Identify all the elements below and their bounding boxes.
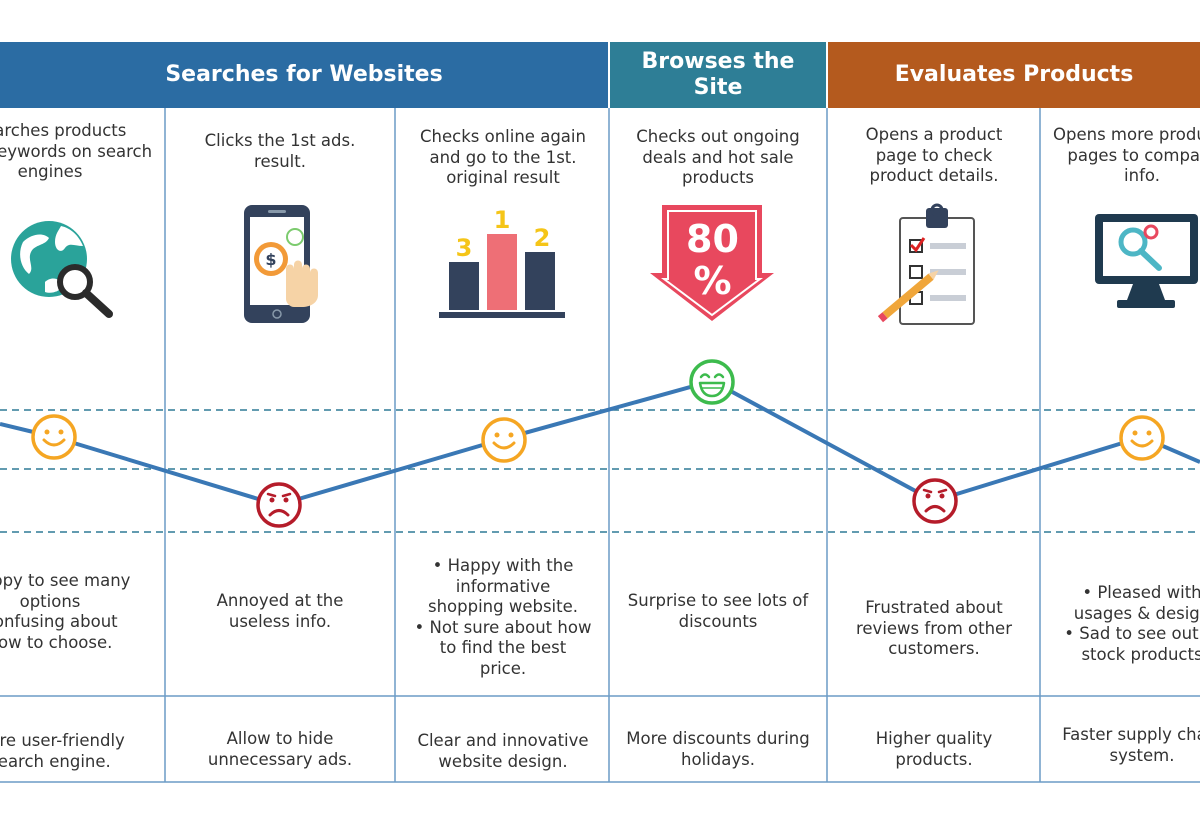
emoji-happy <box>31 414 77 460</box>
monitor-search-icon <box>1095 214 1198 308</box>
opportunity-text: Higher quality products. <box>875 729 993 769</box>
emoji-sad <box>256 482 302 528</box>
emoji-sad <box>912 478 958 524</box>
globe-search-icon <box>11 221 113 318</box>
header-searches-for-websites: Searches for Websites <box>0 42 608 108</box>
action-text: Searches products with keywords on searc… <box>0 121 153 181</box>
thoughts-text: Frustrated about reviews from other cust… <box>855 598 1012 658</box>
clipboard-checklist-icon <box>878 203 975 325</box>
header-evaluates-products: Evaluates Products <box>828 42 1200 108</box>
thoughts-text: • Pleased with usages & design • Sad to … <box>1064 583 1200 664</box>
podium-ranking-icon: 3 1 2 <box>439 206 565 318</box>
opportunity-text: Allow to hide unnecessary ads. <box>207 729 353 769</box>
header-label: Evaluates Products <box>894 62 1134 87</box>
opportunity-text: More discounts during holidays. <box>626 729 810 769</box>
emotion-curve <box>0 379 1200 507</box>
action-text: Checks out ongoing deals and hot sale pr… <box>636 127 800 187</box>
svg-text:2: 2 <box>534 224 551 252</box>
header-label: Searches for Websites <box>165 62 443 87</box>
emoji-very-happy <box>689 359 735 405</box>
thoughts-text: • Happy with the informative shopping we… <box>414 556 592 678</box>
discount-arrow-icon <box>650 205 774 321</box>
svg-text:$: $ <box>265 250 276 269</box>
svg-text:3: 3 <box>456 234 473 262</box>
action-text: Opens a product page to check product de… <box>865 125 1003 185</box>
emoji-happy <box>481 417 527 463</box>
opportunity-text: More user-friendly search engine. <box>0 731 125 771</box>
action-text: Clicks the 1st ads. result. <box>204 131 356 171</box>
action-text: Checks online again and go to the 1st. o… <box>420 127 586 187</box>
action-text: Opens more products pages to compare inf… <box>1053 125 1200 185</box>
header-label: Browses the Site <box>641 49 795 100</box>
opportunity-text: Clear and innovative website design. <box>417 731 589 771</box>
phone-dollar-icon: $ <box>244 205 318 323</box>
thoughts-text: Annoyed at the useless info. <box>216 591 344 631</box>
thoughts-text: Surprise to see lots of discounts <box>627 591 809 631</box>
header-browses-the-site: Browses the Site <box>610 42 826 108</box>
opportunity-text: Faster supply chain system. <box>1062 725 1200 765</box>
discount-badge-text: 80 % <box>686 217 739 303</box>
emoji-happy <box>1119 415 1165 461</box>
discount-badge: 80 % <box>650 210 775 310</box>
svg-text:1: 1 <box>494 206 511 234</box>
thoughts-text: Happy to see many options Confusing abou… <box>0 571 131 652</box>
